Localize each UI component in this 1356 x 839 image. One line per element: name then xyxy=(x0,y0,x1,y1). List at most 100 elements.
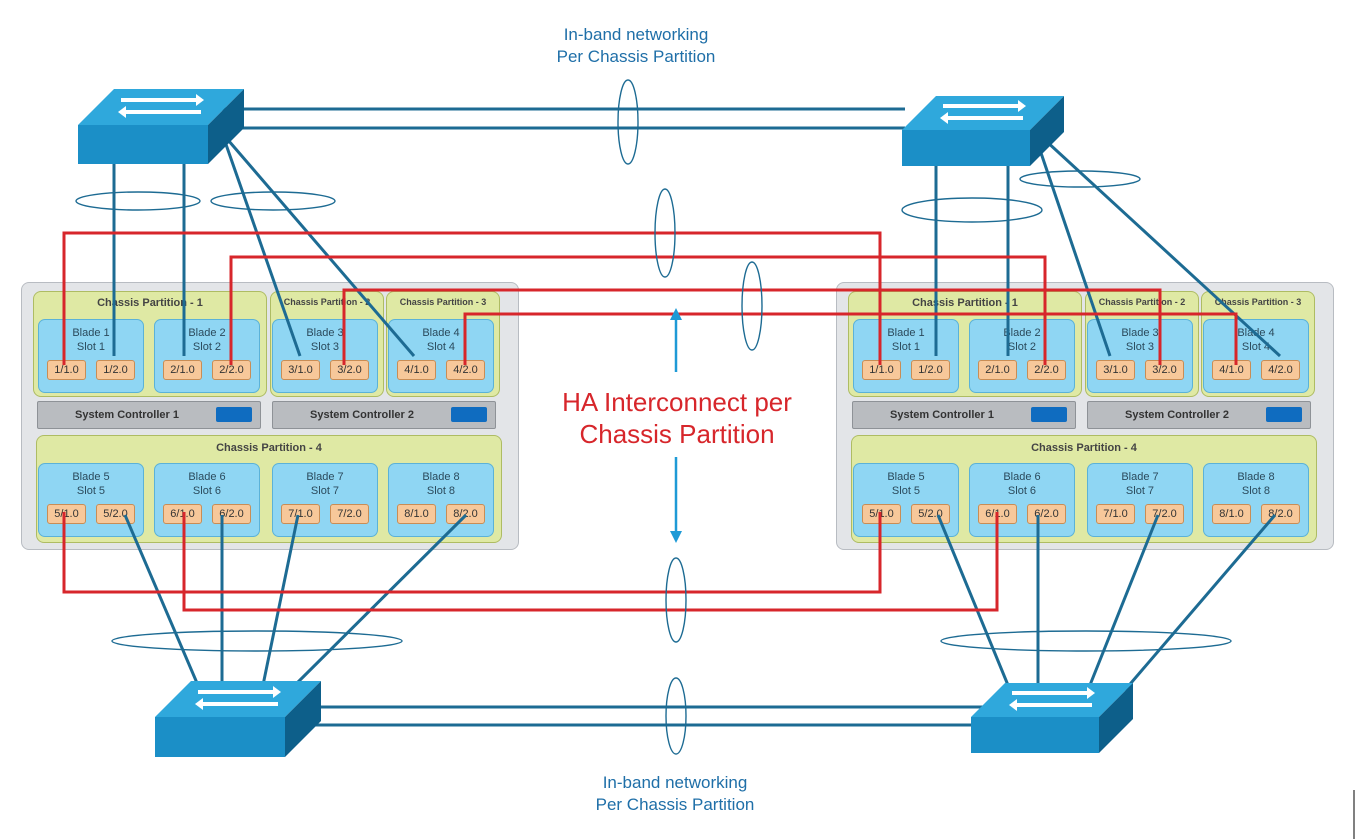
blade-name: Blade 2 xyxy=(188,327,226,339)
lag-ellipse xyxy=(901,197,1043,223)
ha-interconnect-line-1: HA Interconnect per xyxy=(562,387,792,417)
ha-interconnect-link xyxy=(62,512,882,594)
switch-side xyxy=(208,89,244,164)
blade-name: Blade 6 xyxy=(1003,471,1041,483)
blade-name: Blade 8 xyxy=(422,471,460,483)
blade-name: Blade 7 xyxy=(1121,471,1159,483)
port: 7/1.0 xyxy=(1096,504,1135,524)
switch-side xyxy=(1030,96,1064,166)
inband-link xyxy=(288,513,468,692)
top-networking-label: In-band networking Per Chassis Partition xyxy=(506,24,766,68)
port: 7/1.0 xyxy=(281,504,320,524)
blade-name: Blade 2 xyxy=(1003,327,1041,339)
ha-arrows xyxy=(670,308,682,543)
port: 3/1.0 xyxy=(281,360,320,380)
switch-front xyxy=(78,125,208,164)
switch-side xyxy=(285,681,321,757)
blade-name: Blade 1 xyxy=(72,327,110,339)
inband-link xyxy=(1086,514,1160,691)
blade-slot: Slot 3 xyxy=(1125,341,1155,353)
blade-name: Blade 8 xyxy=(1237,471,1275,483)
top-networking-line-2: Per Chassis Partition xyxy=(556,47,716,66)
port: 1/2.0 xyxy=(911,360,950,380)
ha-interconnect-label: HA Interconnect per Chassis Partition xyxy=(527,386,827,450)
port: 1/1.0 xyxy=(862,360,901,380)
controller-led xyxy=(1031,407,1067,422)
ha-interconnect-line-2: Chassis Partition xyxy=(579,419,775,449)
lag-ellipse xyxy=(111,630,403,652)
inband-link xyxy=(220,132,302,357)
blade-slot: Slot 2 xyxy=(1007,341,1037,353)
bottom-networking-label: In-band networking Per Chassis Partition xyxy=(545,772,805,816)
top-networking-line-1: In-band networking xyxy=(563,25,709,44)
port: 4/2.0 xyxy=(1261,360,1300,380)
port: 4/1.0 xyxy=(1212,360,1251,380)
switch-arrowhead-icon xyxy=(1087,687,1095,699)
blade-slot: Slot 4 xyxy=(426,341,456,353)
blade-7: Blade 7 Slot 7 7/1.0 7/2.0 xyxy=(272,463,378,537)
blade-3: Blade 3 Slot 3 3/1.0 3/2.0 xyxy=(1087,319,1193,393)
chassis-left: Chassis Partition - 1 Chassis Partition … xyxy=(21,282,519,550)
arrow-up-icon xyxy=(670,308,682,320)
port: 2/1.0 xyxy=(978,360,1017,380)
port: 8/2.0 xyxy=(446,504,485,524)
inband-link xyxy=(260,514,300,691)
blade-2: Blade 2 Slot 2 2/1.0 2/2.0 xyxy=(969,319,1075,393)
blade-name: Blade 7 xyxy=(306,471,344,483)
ha-interconnect-link xyxy=(229,255,1047,365)
blade-name: Blade 4 xyxy=(422,327,460,339)
partition-title: Chassis Partition - 2 xyxy=(283,297,371,307)
port: 3/2.0 xyxy=(330,360,369,380)
port: 2/2.0 xyxy=(1027,360,1066,380)
blade-slot: Slot 7 xyxy=(1125,485,1155,497)
blade-name: Blade 6 xyxy=(188,471,226,483)
partition-title: Chassis Partition - 3 xyxy=(399,297,487,307)
switch-arrowhead-icon xyxy=(273,686,281,698)
controller-label: System Controller 1 xyxy=(890,409,994,421)
inband-link xyxy=(936,514,1012,691)
blade-slot: Slot 6 xyxy=(1007,485,1037,497)
switch-top xyxy=(78,89,244,125)
port: 7/2.0 xyxy=(1145,504,1184,524)
port: 3/1.0 xyxy=(1096,360,1135,380)
port: 5/1.0 xyxy=(47,504,86,524)
network-switch-icon xyxy=(902,96,1064,166)
arrow-down-icon xyxy=(670,531,682,543)
blade-name: Blade 1 xyxy=(887,327,925,339)
inband-link xyxy=(123,514,202,691)
system-controller-1: System Controller 1 xyxy=(37,401,261,429)
port: 3/2.0 xyxy=(1145,360,1184,380)
blade-name: Blade 5 xyxy=(72,471,110,483)
port: 1/2.0 xyxy=(96,360,135,380)
switch-top xyxy=(155,681,321,717)
lag-ellipse xyxy=(617,79,639,165)
partition-title: Chassis Partition - 4 xyxy=(216,442,322,454)
inband-link xyxy=(1123,514,1277,691)
blade-slot: Slot 7 xyxy=(310,485,340,497)
port: 7/2.0 xyxy=(330,504,369,524)
bottom-networking-line-2: Per Chassis Partition xyxy=(595,795,755,814)
switch-front xyxy=(971,717,1099,753)
lag-ellipse xyxy=(665,677,687,755)
blade-slot: Slot 5 xyxy=(891,485,921,497)
partition-title: Chassis Partition - 2 xyxy=(1098,297,1186,307)
inband-link xyxy=(220,132,416,357)
blade-name: Blade 3 xyxy=(1121,327,1159,339)
inband-link xyxy=(1043,138,1282,358)
bottom-networking-line-1: In-band networking xyxy=(602,773,748,792)
switch-front xyxy=(155,717,285,757)
switch-arrowhead-icon xyxy=(1009,699,1017,711)
port: 4/1.0 xyxy=(397,360,436,380)
blade-slot: Slot 2 xyxy=(192,341,222,353)
blade-slot: Slot 8 xyxy=(1241,485,1271,497)
switch-side xyxy=(1099,683,1133,753)
lag-ellipse xyxy=(741,261,763,351)
system-controller-1: System Controller 1 xyxy=(852,401,1076,429)
